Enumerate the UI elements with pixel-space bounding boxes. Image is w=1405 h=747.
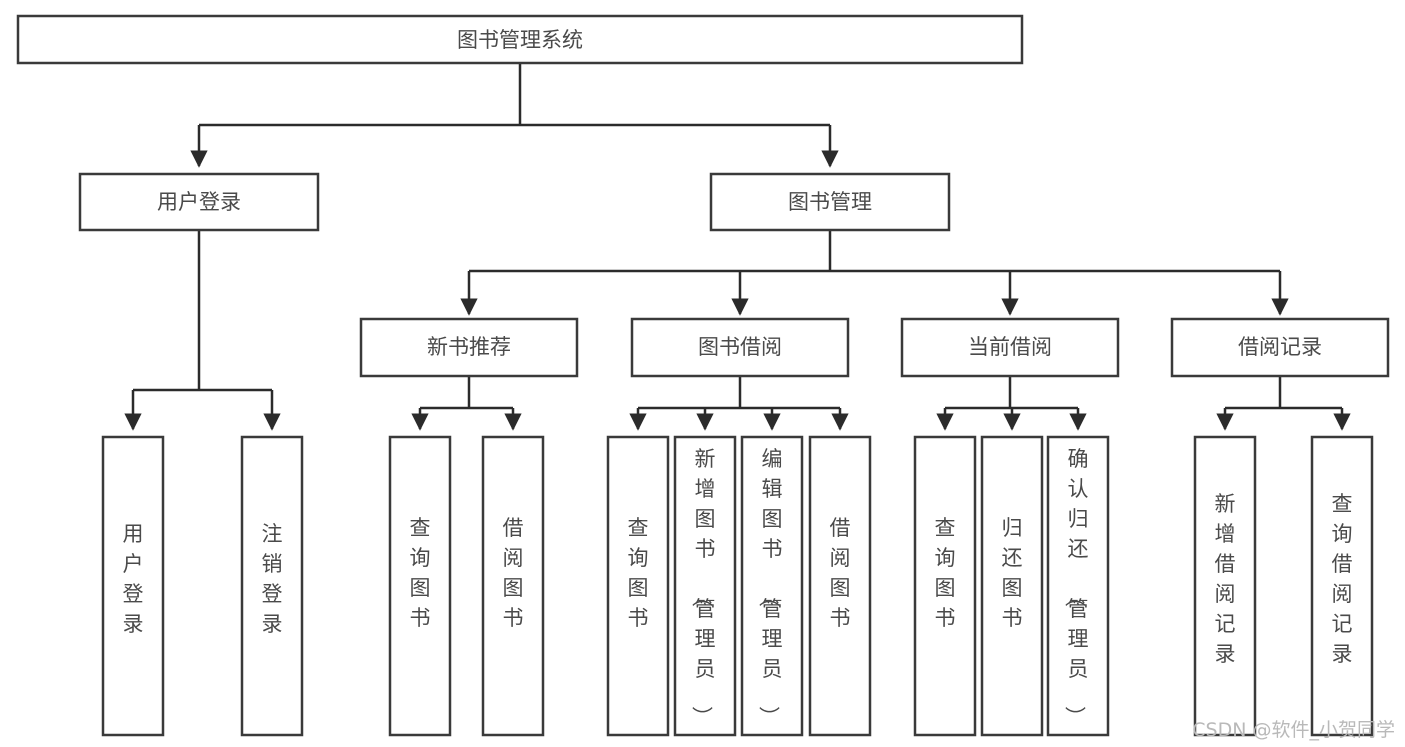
node-book-management-box[interactable] (709, 172, 951, 232)
leaf-add-book[interactable]: 新增图书（管理员） (673, 435, 737, 737)
leaf-edit-book-box[interactable] (740, 435, 804, 737)
leaf-confirm-return[interactable]: 确认归还（管理员） (1046, 435, 1110, 737)
leaf-borrow-book-2-box[interactable] (808, 435, 872, 737)
leaf-borrow-book-1[interactable]: 借阅图书 (481, 435, 545, 737)
leaf-query-record-box[interactable] (1310, 435, 1374, 737)
leaf-query-book-2-box[interactable] (606, 435, 670, 737)
leaf-query-record-label: 查询借阅记录 (1332, 492, 1353, 666)
leaf-user-login[interactable]: 用户登录 (101, 435, 165, 737)
node-root[interactable]: 图书管理系统 (16, 14, 1024, 65)
leaf-add-book-box[interactable] (673, 435, 737, 737)
node-current-borrow[interactable]: 当前借阅 (900, 317, 1120, 378)
node-root-label: 图书管理系统 (457, 28, 583, 52)
leaf-borrow-book-2-label: 借阅图书 (830, 516, 851, 630)
leaf-logout-login-label: 注销登录 (262, 522, 283, 636)
node-new-book-recommend-label: 新书推荐 (427, 335, 511, 359)
node-book-borrow-box[interactable] (630, 317, 850, 378)
leaf-user-login-label: 用户登录 (123, 522, 144, 636)
node-new-book-recommend-box[interactable] (359, 317, 579, 378)
node-book-management-label: 图书管理 (788, 190, 872, 214)
leaf-logout-login-box[interactable] (240, 435, 304, 737)
leaf-return-book-label: 归还图书 (1002, 516, 1023, 630)
connector-layer (124, 63, 1351, 431)
node-root-box[interactable] (16, 14, 1024, 65)
node-user-login[interactable]: 用户登录 (78, 172, 320, 232)
node-current-borrow-label: 当前借阅 (968, 335, 1052, 359)
node-user-login-box[interactable] (78, 172, 320, 232)
node-user-login-label: 用户登录 (157, 190, 241, 214)
leaf-query-book-2[interactable]: 查询图书 (606, 435, 670, 737)
leaf-query-book-1-box[interactable] (388, 435, 452, 737)
leaf-confirm-return-label: 确认归还（管理员） (1063, 447, 1089, 727)
node-borrow-record-box[interactable] (1170, 317, 1390, 378)
leaf-borrow-book-2[interactable]: 借阅图书 (808, 435, 872, 737)
node-book-borrow[interactable]: 图书借阅 (630, 317, 850, 378)
leaf-return-book[interactable]: 归还图书 (980, 435, 1044, 737)
leaf-add-record[interactable]: 新增借阅记录 (1193, 435, 1257, 737)
leaf-logout-login[interactable]: 注销登录 (240, 435, 304, 737)
leaf-query-book-3[interactable]: 查询图书 (913, 435, 977, 737)
leaf-add-record-box[interactable] (1193, 435, 1257, 737)
leaf-borrow-book-1-box[interactable] (481, 435, 545, 737)
leaf-return-book-box[interactable] (980, 435, 1044, 737)
node-borrow-record-label: 借阅记录 (1238, 335, 1322, 359)
leaf-add-record-label: 新增借阅记录 (1215, 492, 1236, 666)
leaf-query-record[interactable]: 查询借阅记录 (1310, 435, 1374, 737)
leaf-query-book-2-label: 查询图书 (628, 516, 649, 630)
csdn-watermark: CSDN @软件_小贺同学 (1192, 719, 1395, 741)
leaf-confirm-return-box[interactable] (1046, 435, 1110, 737)
leaf-add-book-label: 新增图书（管理员） (690, 447, 716, 727)
node-book-management[interactable]: 图书管理 (709, 172, 951, 232)
leaf-edit-book-label: 编辑图书（管理员） (757, 447, 783, 727)
leaf-query-book-1-label: 查询图书 (410, 516, 431, 630)
leaf-borrow-book-1-label: 借阅图书 (503, 516, 524, 630)
leaf-query-book-3-box[interactable] (913, 435, 977, 737)
leaf-query-book-3-label: 查询图书 (935, 516, 956, 630)
node-new-book-recommend[interactable]: 新书推荐 (359, 317, 579, 378)
leaf-edit-book[interactable]: 编辑图书（管理员） (740, 435, 804, 737)
leaf-query-book-1[interactable]: 查询图书 (388, 435, 452, 737)
node-borrow-record[interactable]: 借阅记录 (1170, 317, 1390, 378)
node-book-borrow-label: 图书借阅 (698, 335, 782, 359)
leaf-user-login-box[interactable] (101, 435, 165, 737)
node-current-borrow-box[interactable] (900, 317, 1120, 378)
